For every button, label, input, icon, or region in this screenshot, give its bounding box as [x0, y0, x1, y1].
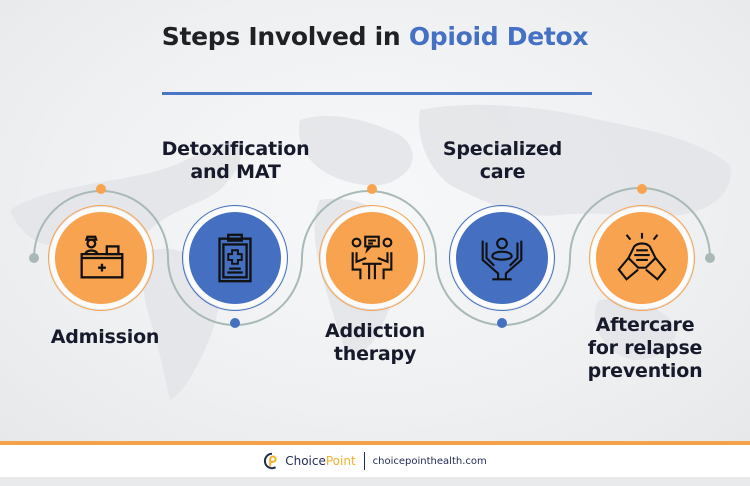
brand-choice: Choice	[285, 454, 326, 468]
brand-point: Point	[325, 454, 356, 468]
step-1-dot	[96, 184, 106, 194]
footer-accent-bar	[0, 441, 750, 445]
footer-divider	[363, 452, 365, 470]
step-2-dot	[230, 318, 240, 328]
step-specialized-care-circle	[449, 205, 555, 311]
choicepoint-logo-icon	[264, 452, 277, 470]
step-specialized-care-label: Specialized care	[442, 138, 563, 183]
step-aftercare-circle	[589, 205, 695, 311]
step-aftercare-label: Aftercare for relapse prevention	[587, 314, 703, 382]
title-underline	[162, 92, 592, 95]
infographic-canvas: Steps Involved in Opioid Detox	[0, 0, 750, 444]
wave-end-dot	[705, 253, 715, 263]
title-accent: Opioid Detox	[408, 22, 589, 51]
step-therapy-label: Addiction therapy	[324, 320, 426, 365]
step-therapy-circle	[319, 205, 425, 311]
wave-start-dot	[29, 253, 39, 263]
step-admission-label: Admission	[50, 326, 160, 348]
step-4-dot	[497, 318, 507, 328]
step-3-dot	[367, 184, 377, 194]
step-detox-label: Detoxification and MAT	[161, 138, 310, 183]
title-prefix: Steps Involved in	[161, 22, 409, 51]
connector-wave	[29, 184, 715, 328]
website-link[interactable]: choicepointhealth.com	[372, 455, 487, 467]
step-5-dot	[637, 184, 647, 194]
step-detox-circle	[182, 205, 288, 311]
footer-bottom-strip	[0, 477, 750, 486]
step-admission-circle	[48, 205, 154, 311]
page-title: Steps Involved in Opioid Detox	[0, 22, 750, 51]
